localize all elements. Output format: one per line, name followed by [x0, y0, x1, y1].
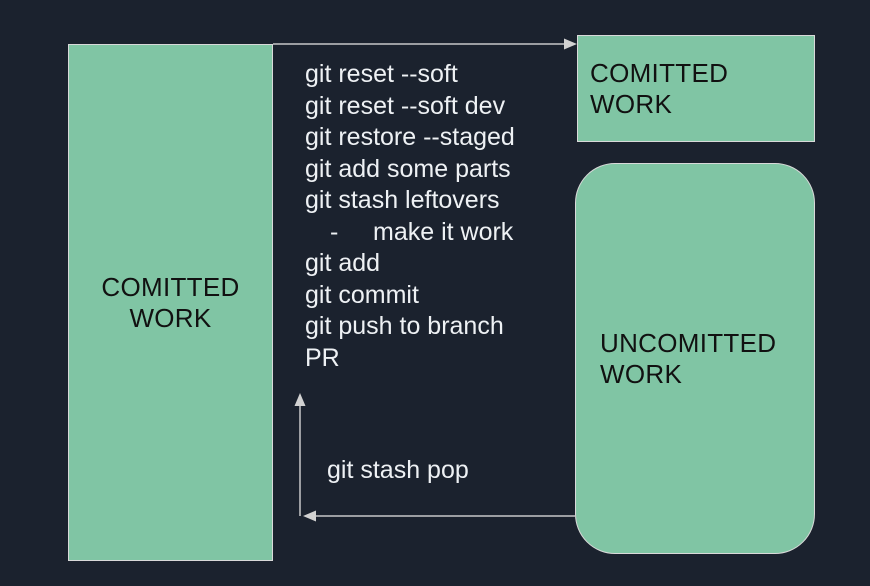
- git-command-line: PR: [305, 343, 340, 372]
- committed-work-right-box: COMITTED WORK: [577, 35, 815, 142]
- uncommitted-work-label: UNCOMITTED WORK: [600, 327, 777, 389]
- git-command-line: git stash leftovers: [305, 186, 500, 214]
- committed-work-left-box: COMITTED WORK: [68, 44, 273, 561]
- git-command-line: git restore --staged: [305, 123, 515, 151]
- git-command-line: git reset --soft: [305, 60, 458, 88]
- committed-work-left-label: COMITTED WORK: [101, 271, 240, 333]
- git-stash-pop-label: git stash pop: [327, 456, 469, 484]
- git-command-line: git reset --soft dev: [305, 91, 506, 120]
- uncommitted-work-box: UNCOMITTED WORK: [575, 163, 815, 554]
- commit-flow-right-arrow: [273, 38, 577, 50]
- stash-return-up-arrow: [294, 393, 306, 516]
- git-commands-list: git reset --soft git reset --soft dev git …: [305, 59, 515, 374]
- git-command-line: git add some parts: [305, 154, 511, 183]
- git-command-line: git commit: [305, 280, 419, 309]
- stash-pop-left-arrow: [303, 510, 575, 522]
- bullet-dash: -: [330, 217, 339, 246]
- git-command-line: git push to branch: [305, 312, 504, 340]
- git-command-line: git add: [305, 249, 381, 277]
- git-command-text: make it work: [373, 217, 514, 246]
- committed-work-right-label: COMITTED WORK: [590, 57, 729, 119]
- git-command-line: - make it work: [305, 217, 515, 249]
